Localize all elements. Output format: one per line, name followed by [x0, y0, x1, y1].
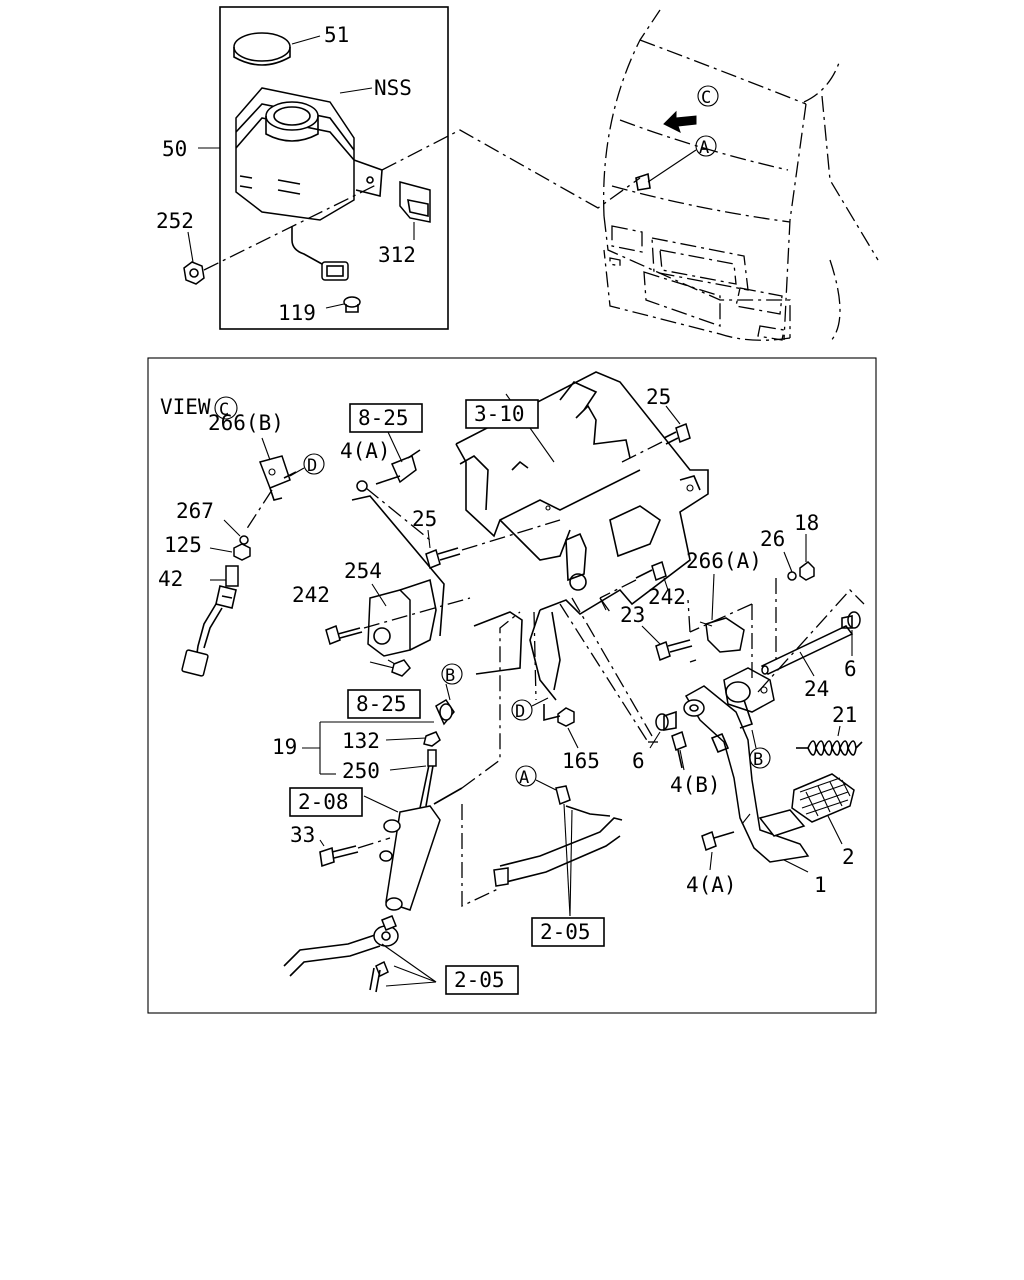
- svg-text:8-25: 8-25: [358, 406, 409, 430]
- label-51: 51: [324, 23, 349, 47]
- master-cylinder: [319, 611, 521, 911]
- label-23: 23: [620, 603, 645, 627]
- label-18: 18: [794, 511, 819, 535]
- view-direction-arrow-icon: [663, 110, 697, 133]
- bolt-4a-bottom: [701, 830, 735, 871]
- label-242-right: 242: [648, 585, 686, 609]
- label-4b: 4(B): [670, 773, 721, 797]
- label-33: 33: [290, 823, 315, 847]
- view-label: VIEW: [160, 395, 211, 419]
- label-250: 250: [342, 759, 380, 783]
- label-50: 50: [162, 137, 187, 161]
- bolt-25-top: [621, 405, 691, 463]
- label-6-right: 6: [844, 657, 857, 681]
- bolt-4b: [671, 730, 687, 771]
- label-132: 132: [342, 729, 380, 753]
- label-1: 1: [814, 873, 827, 897]
- pedal-pad-2: [791, 773, 855, 845]
- ref-circle-a-hose: A: [515, 765, 557, 791]
- clutch-pedal: [683, 667, 810, 863]
- boxed-label-3-10: 3-10: [465, 399, 539, 429]
- ref-circle-d-lower: D: [511, 697, 549, 722]
- bolt-23: [641, 625, 693, 662]
- ref-circle-b-lower: B: [749, 729, 771, 770]
- label-4a-bottom: 4(A): [686, 873, 737, 897]
- label-242-left: 242: [292, 583, 330, 607]
- bracket-19: [302, 721, 434, 775]
- boxed-label-8-25-bottom: 8-25: [347, 689, 421, 719]
- svg-text:D: D: [307, 456, 317, 476]
- washer-6-right: [841, 611, 861, 656]
- svg-text:2-05: 2-05: [454, 968, 505, 992]
- ref-circle-d-left: D: [289, 453, 325, 477]
- svg-text:2-05: 2-05: [540, 920, 591, 944]
- cab-front-illustration: [603, 9, 879, 343]
- reservoir-cap: [233, 32, 321, 66]
- bracket-312: [399, 181, 431, 240]
- svg-text:A: A: [519, 768, 529, 788]
- switch-assembly-42: [181, 437, 297, 677]
- label-42: 42: [158, 567, 183, 591]
- label-267: 267: [176, 499, 214, 523]
- label-6-mid: 6: [632, 749, 645, 773]
- label-266b: 266(B): [208, 411, 284, 435]
- boxed-label-2-08: 2-08: [289, 787, 363, 817]
- view-c-frame: [147, 357, 877, 1014]
- label-4a-top: 4(A): [340, 439, 391, 463]
- label-125: 125: [164, 533, 202, 557]
- ref-circle-c-view: C: [214, 396, 238, 420]
- ref-circle-b-upper: B: [441, 663, 463, 686]
- grommet-119: [325, 296, 361, 313]
- svg-text:3-10: 3-10: [474, 402, 525, 426]
- reservoir-inset: 51 NSS 50 252 312 119: [156, 6, 449, 330]
- pedal-bracket: [455, 371, 709, 701]
- label-19: 19: [272, 735, 297, 759]
- boxed-label-8-25-top: 8-25: [349, 403, 423, 433]
- label-165: 165: [562, 749, 600, 773]
- nut-252: [183, 231, 205, 285]
- svg-text:8-25: 8-25: [356, 692, 407, 716]
- bracket-254: [351, 495, 445, 657]
- spring-21: [796, 725, 863, 756]
- svg-text:C: C: [701, 88, 711, 108]
- bolt-242-right: [599, 560, 669, 599]
- svg-text:2-08: 2-08: [298, 790, 349, 814]
- label-24: 24: [804, 677, 829, 701]
- svg-text:A: A: [699, 138, 709, 158]
- boxed-label-2-05-bottom: 2-05: [445, 965, 519, 995]
- svg-text:B: B: [445, 666, 455, 686]
- label-119: 119: [278, 301, 316, 325]
- svg-text:C: C: [219, 400, 229, 420]
- shaft-24: [559, 578, 865, 743]
- label-25-top: 25: [646, 385, 671, 409]
- label-21: 21: [832, 703, 857, 727]
- ref-circle-a-top: A: [695, 135, 717, 158]
- bolt-242-left: [325, 597, 471, 646]
- reservoir-tank: [235, 87, 383, 281]
- hose-2-05: [283, 785, 623, 993]
- washer-6-mid: [649, 710, 677, 749]
- label-nss: NSS: [374, 76, 412, 100]
- switch-8-25-top: [356, 431, 421, 492]
- nut-165: [543, 704, 579, 749]
- label-25-mid: 25: [412, 507, 437, 531]
- bolt-25-mid: [425, 519, 561, 570]
- label-312: 312: [378, 243, 416, 267]
- ref-circle-c-top: C: [697, 85, 719, 108]
- label-252: 252: [156, 209, 194, 233]
- bracket-266a: [699, 573, 745, 653]
- label-266a: 266(A): [686, 549, 762, 573]
- boxed-label-2-05-right: 2-05: [531, 917, 605, 947]
- clip-26-18: [783, 534, 815, 581]
- svg-text:B: B: [753, 750, 763, 770]
- svg-text:D: D: [515, 702, 525, 722]
- label-2: 2: [842, 845, 855, 869]
- label-26: 26: [760, 527, 785, 551]
- label-254: 254: [344, 559, 382, 583]
